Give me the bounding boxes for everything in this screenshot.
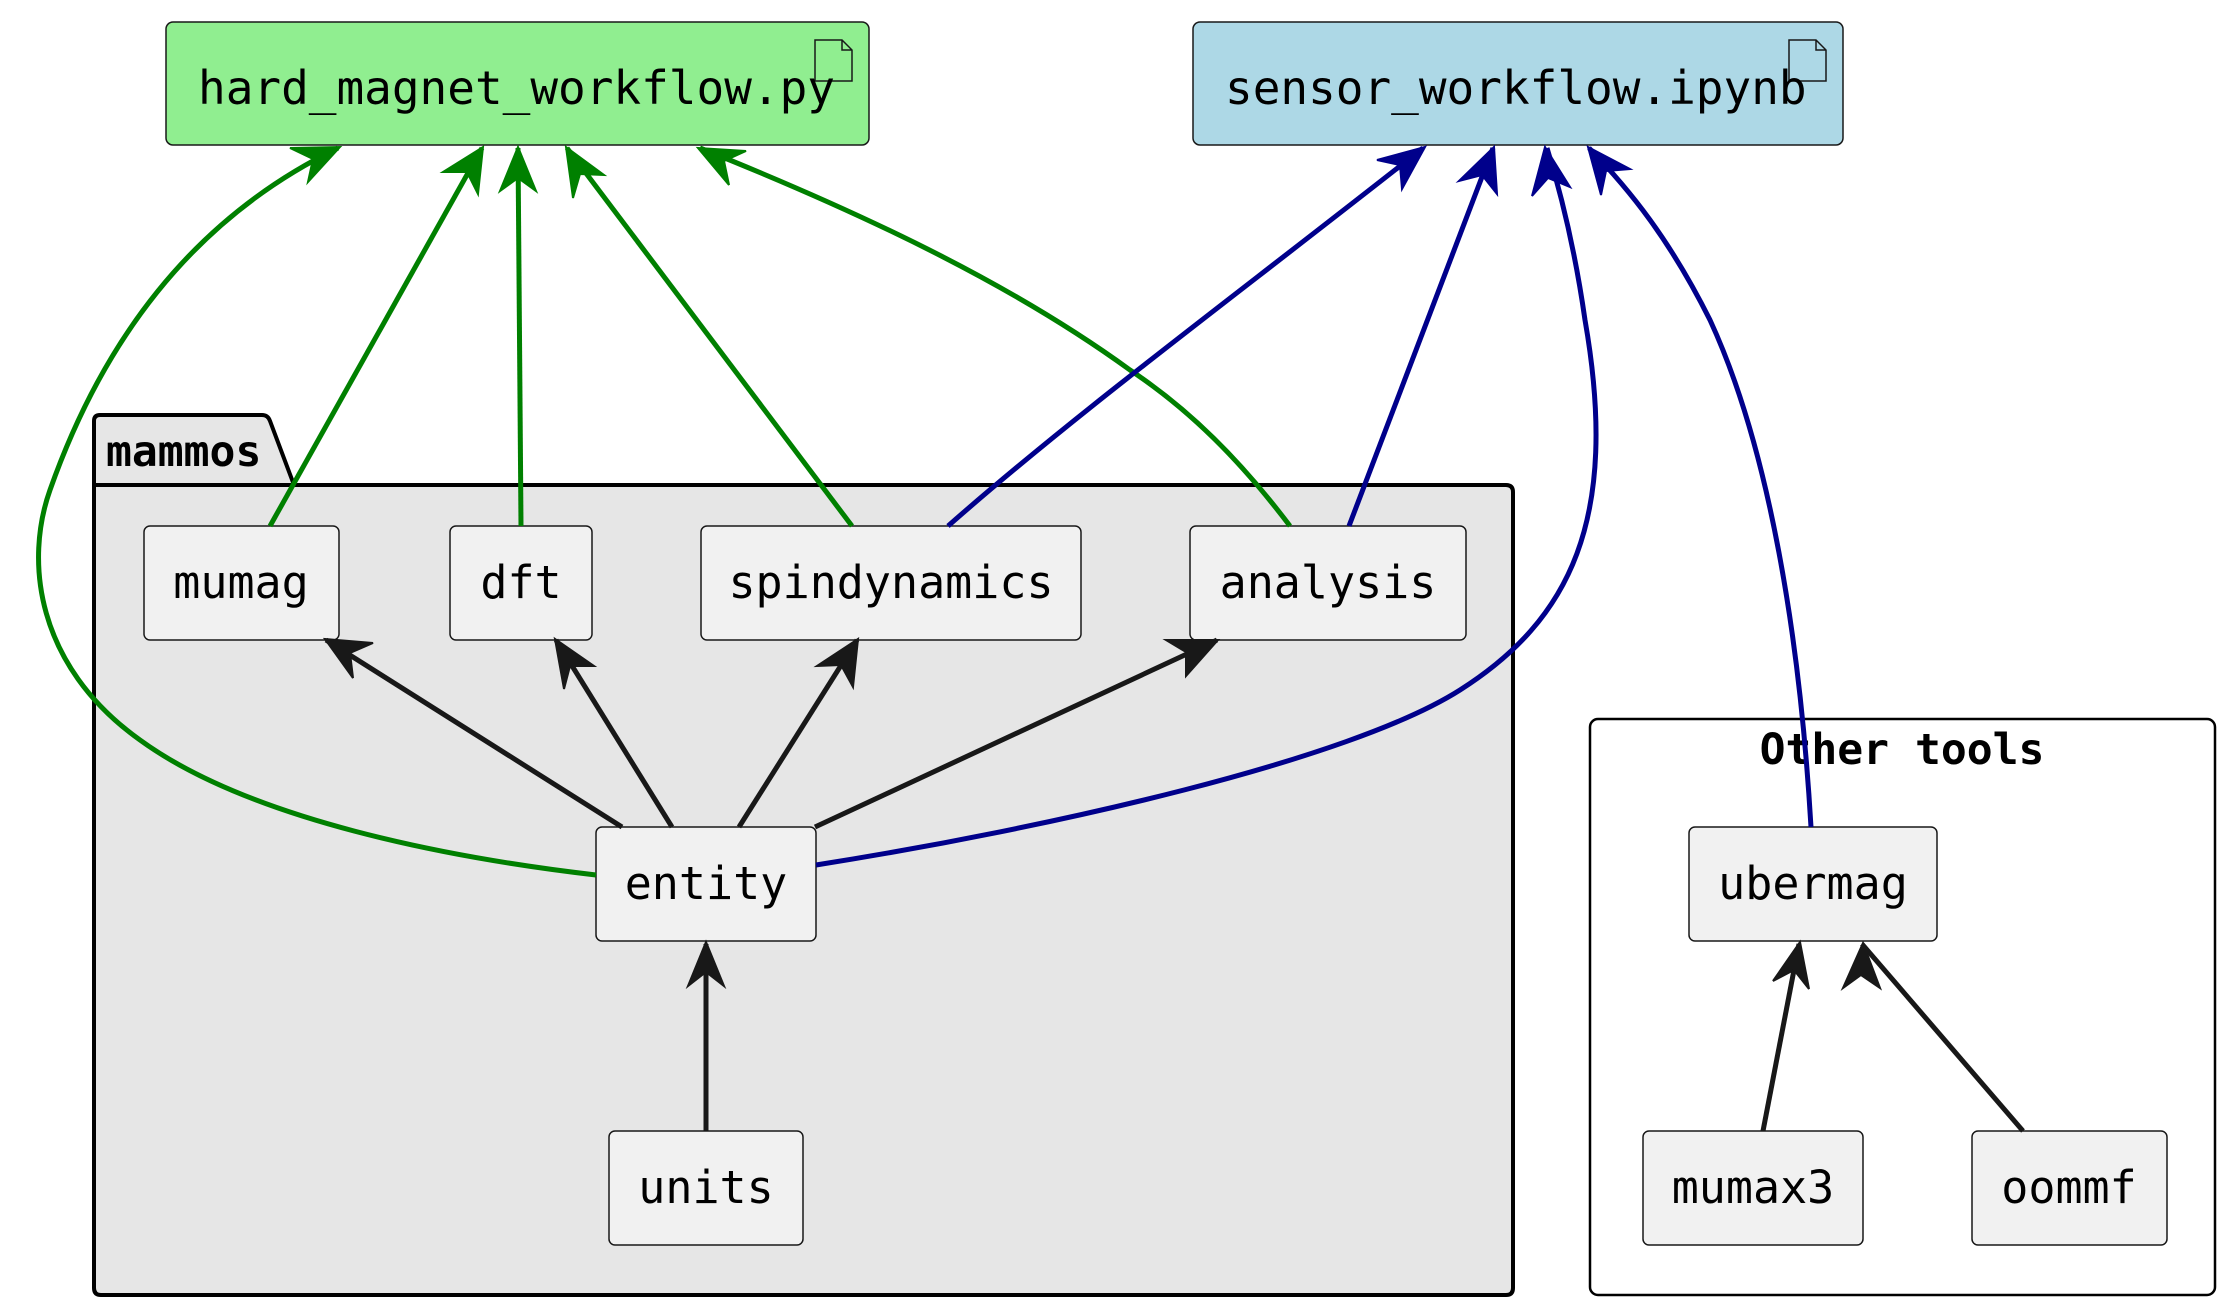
file-sensor-workflow[interactable]: sensor_workflow.ipynb	[1192, 21, 1844, 146]
node-entity[interactable]: entity	[595, 826, 817, 942]
edge-ubermag-to-sensor	[1587, 146, 1814, 828]
arrowhead-hard-magnet-from-entity	[289, 145, 343, 186]
arrowhead-ubermag-from-oommf	[1840, 940, 1883, 991]
node-analysis-label: analysis	[1220, 556, 1437, 609]
arrowhead-sensor-from-analysis	[1455, 144, 1499, 198]
arrowhead-hard-magnet-from-spindynamics	[564, 144, 608, 199]
file-sensor-label: sensor_workflow.ipynb	[1225, 61, 1807, 115]
node-ubermag-box	[1688, 826, 1938, 942]
package-mammos-label: mammos	[106, 427, 261, 477]
edge-entity-to-mumag	[324, 637, 624, 830]
edge-entity-to-dft	[553, 638, 675, 829]
node-dft-label: dft	[480, 556, 561, 609]
edge-analysis-to-hard-magnet	[699, 145, 1292, 528]
node-oommf[interactable]: oommf	[1971, 1130, 2168, 1246]
edge-oommf-to-ubermag	[1860, 942, 2025, 1133]
node-ubermag[interactable]: ubermag	[1688, 826, 1938, 942]
internal-edges	[324, 637, 2025, 1133]
node-ubermag-label: ubermag	[1718, 857, 1908, 910]
document-icon	[814, 39, 853, 82]
node-oommf-label: oommf	[2001, 1161, 2136, 1214]
arrowhead-sensor-from-entity	[1531, 144, 1573, 197]
arrowhead-analysis-from-entity	[1162, 639, 1221, 679]
node-entity-label: entity	[625, 857, 788, 910]
arrowhead-sensor-from-ubermag	[1586, 145, 1634, 196]
arrowhead-sensor-from-spindynamics	[1376, 145, 1428, 193]
edge-mumax3-to-ubermag	[1760, 943, 1802, 1132]
file-hard-magnet-label: hard_magnet_workflow.py	[198, 61, 835, 115]
edge-entity-to-analysis	[813, 637, 1219, 830]
arrowhead-hard-magnet-from-dft	[497, 144, 539, 194]
node-spindynamics[interactable]: spindynamics	[700, 525, 1082, 641]
node-units-label: units	[638, 1161, 773, 1214]
node-spindynamics-label: spindynamics	[728, 556, 1053, 609]
blue-edges	[815, 146, 1814, 868]
arrowhead-hard-magnet-from-mumag	[439, 145, 485, 198]
node-oommf-box	[1971, 1130, 2168, 1246]
node-analysis[interactable]: analysis	[1189, 525, 1467, 641]
node-mumax3[interactable]: mumax3	[1642, 1130, 1864, 1246]
edge-analysis-to-sensor	[1346, 147, 1496, 527]
file-sensor-box	[1192, 21, 1844, 146]
arrowhead-mumag-from-entity	[322, 637, 374, 679]
node-mumax3-box	[1642, 1130, 1864, 1246]
file-hard-magnet-box	[165, 21, 870, 146]
edge-mumag-to-hard-magnet	[267, 146, 485, 528]
green-edges	[36, 145, 1292, 878]
arrowhead-hard-magnet-from-analysis	[695, 146, 747, 186]
file-hard-magnet-workflow[interactable]: hard_magnet_workflow.py	[165, 21, 870, 146]
arrowhead-dft-from-entity	[553, 636, 598, 690]
edge-dft-to-hard-magnet	[515, 147, 524, 527]
node-mumax3-label: mumax3	[1672, 1161, 1835, 1214]
arrowhead-entity-from-units	[685, 939, 727, 990]
edge-entity-to-sensor	[815, 147, 1599, 868]
node-mumag-box	[143, 525, 340, 641]
edge-spindynamics-to-hard-magnet	[565, 146, 854, 528]
edge-entity-to-spindynamics	[736, 638, 860, 829]
arrowhead-ubermag-from-mumax3	[1772, 939, 1810, 990]
arrowhead-spindynamics-from-entity	[813, 637, 860, 691]
node-dft[interactable]: dft	[449, 525, 593, 641]
node-units[interactable]: units	[608, 1130, 804, 1246]
node-mumag[interactable]: mumag	[143, 525, 340, 641]
arrowheads-blue	[1376, 144, 1634, 198]
node-analysis-box	[1189, 525, 1467, 641]
edge-entity-to-hard-magnet	[36, 145, 597, 878]
edge-spindynamics-to-sensor	[946, 146, 1425, 528]
document-icon	[1788, 39, 1827, 82]
arrowheads-green	[289, 144, 747, 199]
arrowheads-internal	[322, 636, 1883, 991]
node-spindynamics-box	[700, 525, 1082, 641]
node-mumag-label: mumag	[173, 556, 308, 609]
